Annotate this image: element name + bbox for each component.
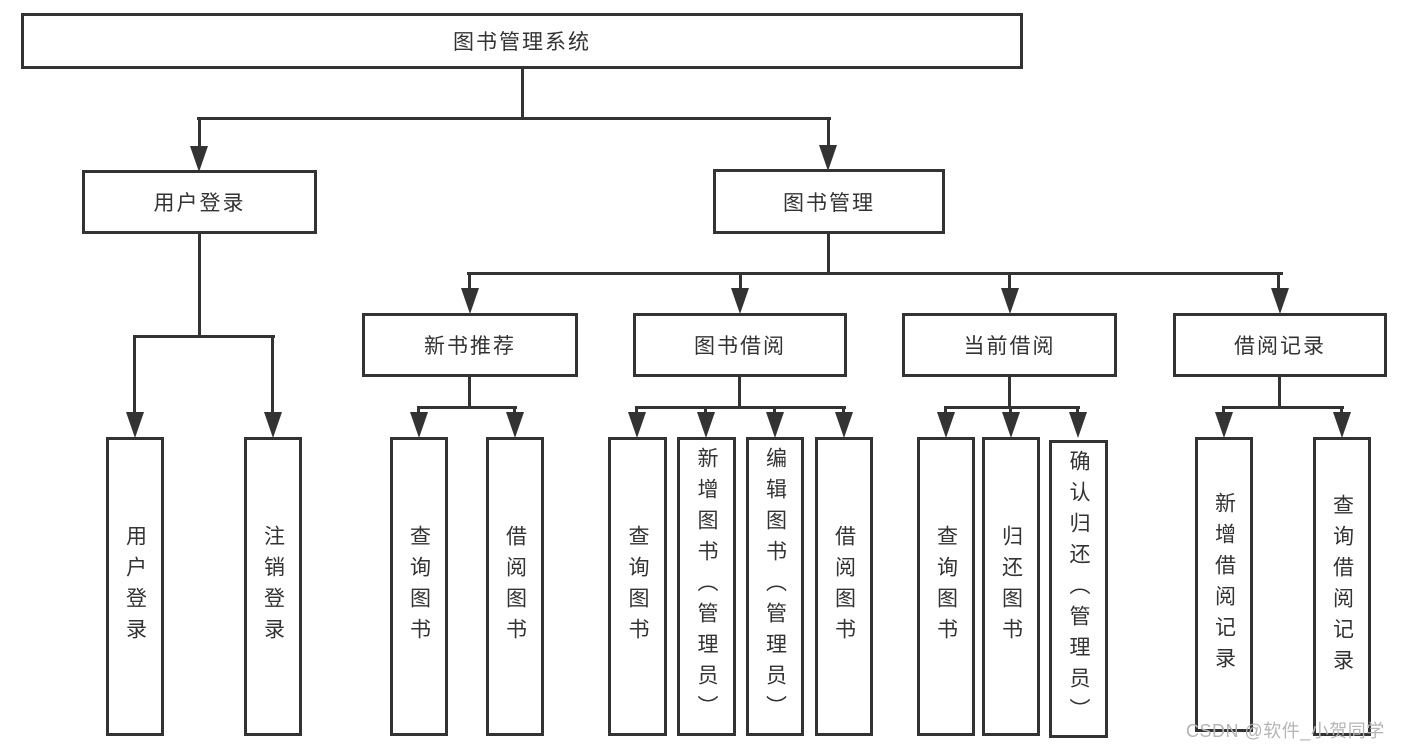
connector-line — [271, 335, 274, 414]
node-label: 归还图书 — [999, 524, 1023, 649]
connector-line — [944, 406, 1080, 409]
connector-line — [1278, 376, 1281, 409]
connector-line — [635, 406, 638, 416]
leaf-borrow-books: 借阅图书 — [815, 437, 873, 736]
node-label: 图书借阅 — [694, 335, 786, 358]
node-label: 当前借阅 — [963, 335, 1056, 358]
connector-line — [468, 272, 471, 292]
node-label: 新书推荐 — [424, 335, 516, 358]
arrow-down-icon — [1002, 412, 1020, 438]
node-label: 用户登录 — [153, 192, 246, 215]
connector-line — [1076, 406, 1079, 416]
arrow-down-icon — [835, 412, 853, 438]
arrow-down-icon — [461, 288, 479, 314]
node-label: 图书管理 — [783, 191, 875, 215]
node-label: 图书管理系统 — [453, 31, 591, 54]
connector-line — [738, 376, 741, 409]
connector-line — [513, 406, 516, 416]
leaf-query-books: 查询图书 — [390, 437, 448, 736]
connector-line — [417, 406, 517, 409]
connector-line — [773, 406, 776, 416]
leaf-logout-login: 注销登录 — [244, 437, 302, 736]
leaf-borrow-books: 借阅图书 — [486, 437, 544, 736]
connector-line — [1008, 376, 1011, 409]
arrow-down-icon — [126, 412, 144, 438]
arrow-down-icon — [819, 145, 837, 171]
leaf-add-borrow-record: 新增借阅记录 — [1195, 437, 1253, 732]
connector-line — [198, 117, 201, 149]
node-label: 借阅图书 — [832, 524, 856, 649]
node-label: 借阅记录 — [1234, 335, 1326, 358]
node-user-login: 用户登录 — [82, 170, 317, 234]
connector-line — [467, 272, 1283, 275]
leaf-edit-books-admin: 编辑图书（管理员） — [746, 437, 804, 736]
node-label: 借阅图书 — [503, 524, 527, 649]
arrow-down-icon — [1215, 412, 1233, 438]
node-label: 新增图书（管理员） — [695, 447, 718, 726]
node-current-borrowing: 当前借阅 — [902, 313, 1117, 377]
arrow-down-icon — [190, 146, 208, 172]
connector-line — [739, 272, 742, 292]
connector-line — [417, 406, 420, 416]
leaf-user-login: 用户登录 — [106, 437, 164, 736]
node-label: 查询借阅记录 — [1330, 493, 1354, 680]
node-borrowing-records: 借阅记录 — [1173, 313, 1387, 377]
node-book-management: 图书管理 — [713, 169, 945, 234]
leaf-query-borrow-record: 查询借阅记录 — [1313, 437, 1371, 736]
connector-line — [827, 233, 830, 275]
node-label: 新增借阅记录 — [1212, 491, 1236, 678]
node-label: 查询图书 — [934, 524, 958, 649]
connector-line — [1222, 406, 1344, 409]
arrow-down-icon — [1069, 412, 1087, 438]
connector-line — [197, 117, 831, 120]
arrow-down-icon — [1333, 412, 1351, 438]
arrow-down-icon — [410, 412, 428, 438]
connector-line — [827, 117, 830, 148]
arrow-down-icon — [937, 412, 955, 438]
arrow-down-icon — [264, 412, 282, 438]
connector-line — [842, 406, 845, 416]
node-label: 用户登录 — [123, 524, 147, 649]
leaf-confirm-return-admin: 确认归还（管理员） — [1049, 440, 1108, 738]
connector-line — [468, 376, 471, 409]
connector-line — [1222, 406, 1225, 416]
node-label: 注销登录 — [261, 524, 285, 649]
leaf-query-books: 查询图书 — [608, 437, 667, 736]
arrow-down-icon — [731, 288, 749, 314]
leaf-add-books-admin: 新增图书（管理员） — [677, 437, 736, 736]
connector-line — [1277, 272, 1280, 292]
leaf-query-books: 查询图书 — [917, 437, 975, 736]
arrow-down-icon — [697, 412, 715, 438]
connector-line — [635, 406, 846, 409]
node-label: 编辑图书（管理员） — [763, 447, 787, 726]
connector-line — [704, 406, 707, 416]
arrow-down-icon — [628, 412, 646, 438]
node-label: 确认归还（管理员） — [1067, 449, 1090, 729]
watermark: CSDN @软件_小贺同学 — [1186, 721, 1385, 741]
arrow-down-icon — [1001, 288, 1019, 314]
arrow-down-icon — [766, 412, 784, 438]
connector-line — [133, 335, 275, 338]
connector-line — [133, 335, 136, 414]
connector-line — [198, 233, 201, 337]
node-book-borrowing: 图书借阅 — [633, 313, 847, 377]
node-label: 查询图书 — [407, 524, 431, 649]
connector-line — [521, 66, 524, 118]
connector-line — [1340, 406, 1343, 416]
node-new-book-recommendation: 新书推荐 — [362, 313, 578, 377]
node-label: 查询图书 — [626, 524, 649, 649]
node-library-management-system: 图书管理系统 — [21, 13, 1023, 69]
connector-line — [944, 406, 947, 416]
leaf-return-books: 归还图书 — [982, 437, 1040, 736]
arrow-down-icon — [506, 412, 524, 438]
arrow-down-icon — [1271, 288, 1289, 314]
connector-line — [1008, 272, 1011, 292]
connector-line — [1009, 406, 1012, 416]
